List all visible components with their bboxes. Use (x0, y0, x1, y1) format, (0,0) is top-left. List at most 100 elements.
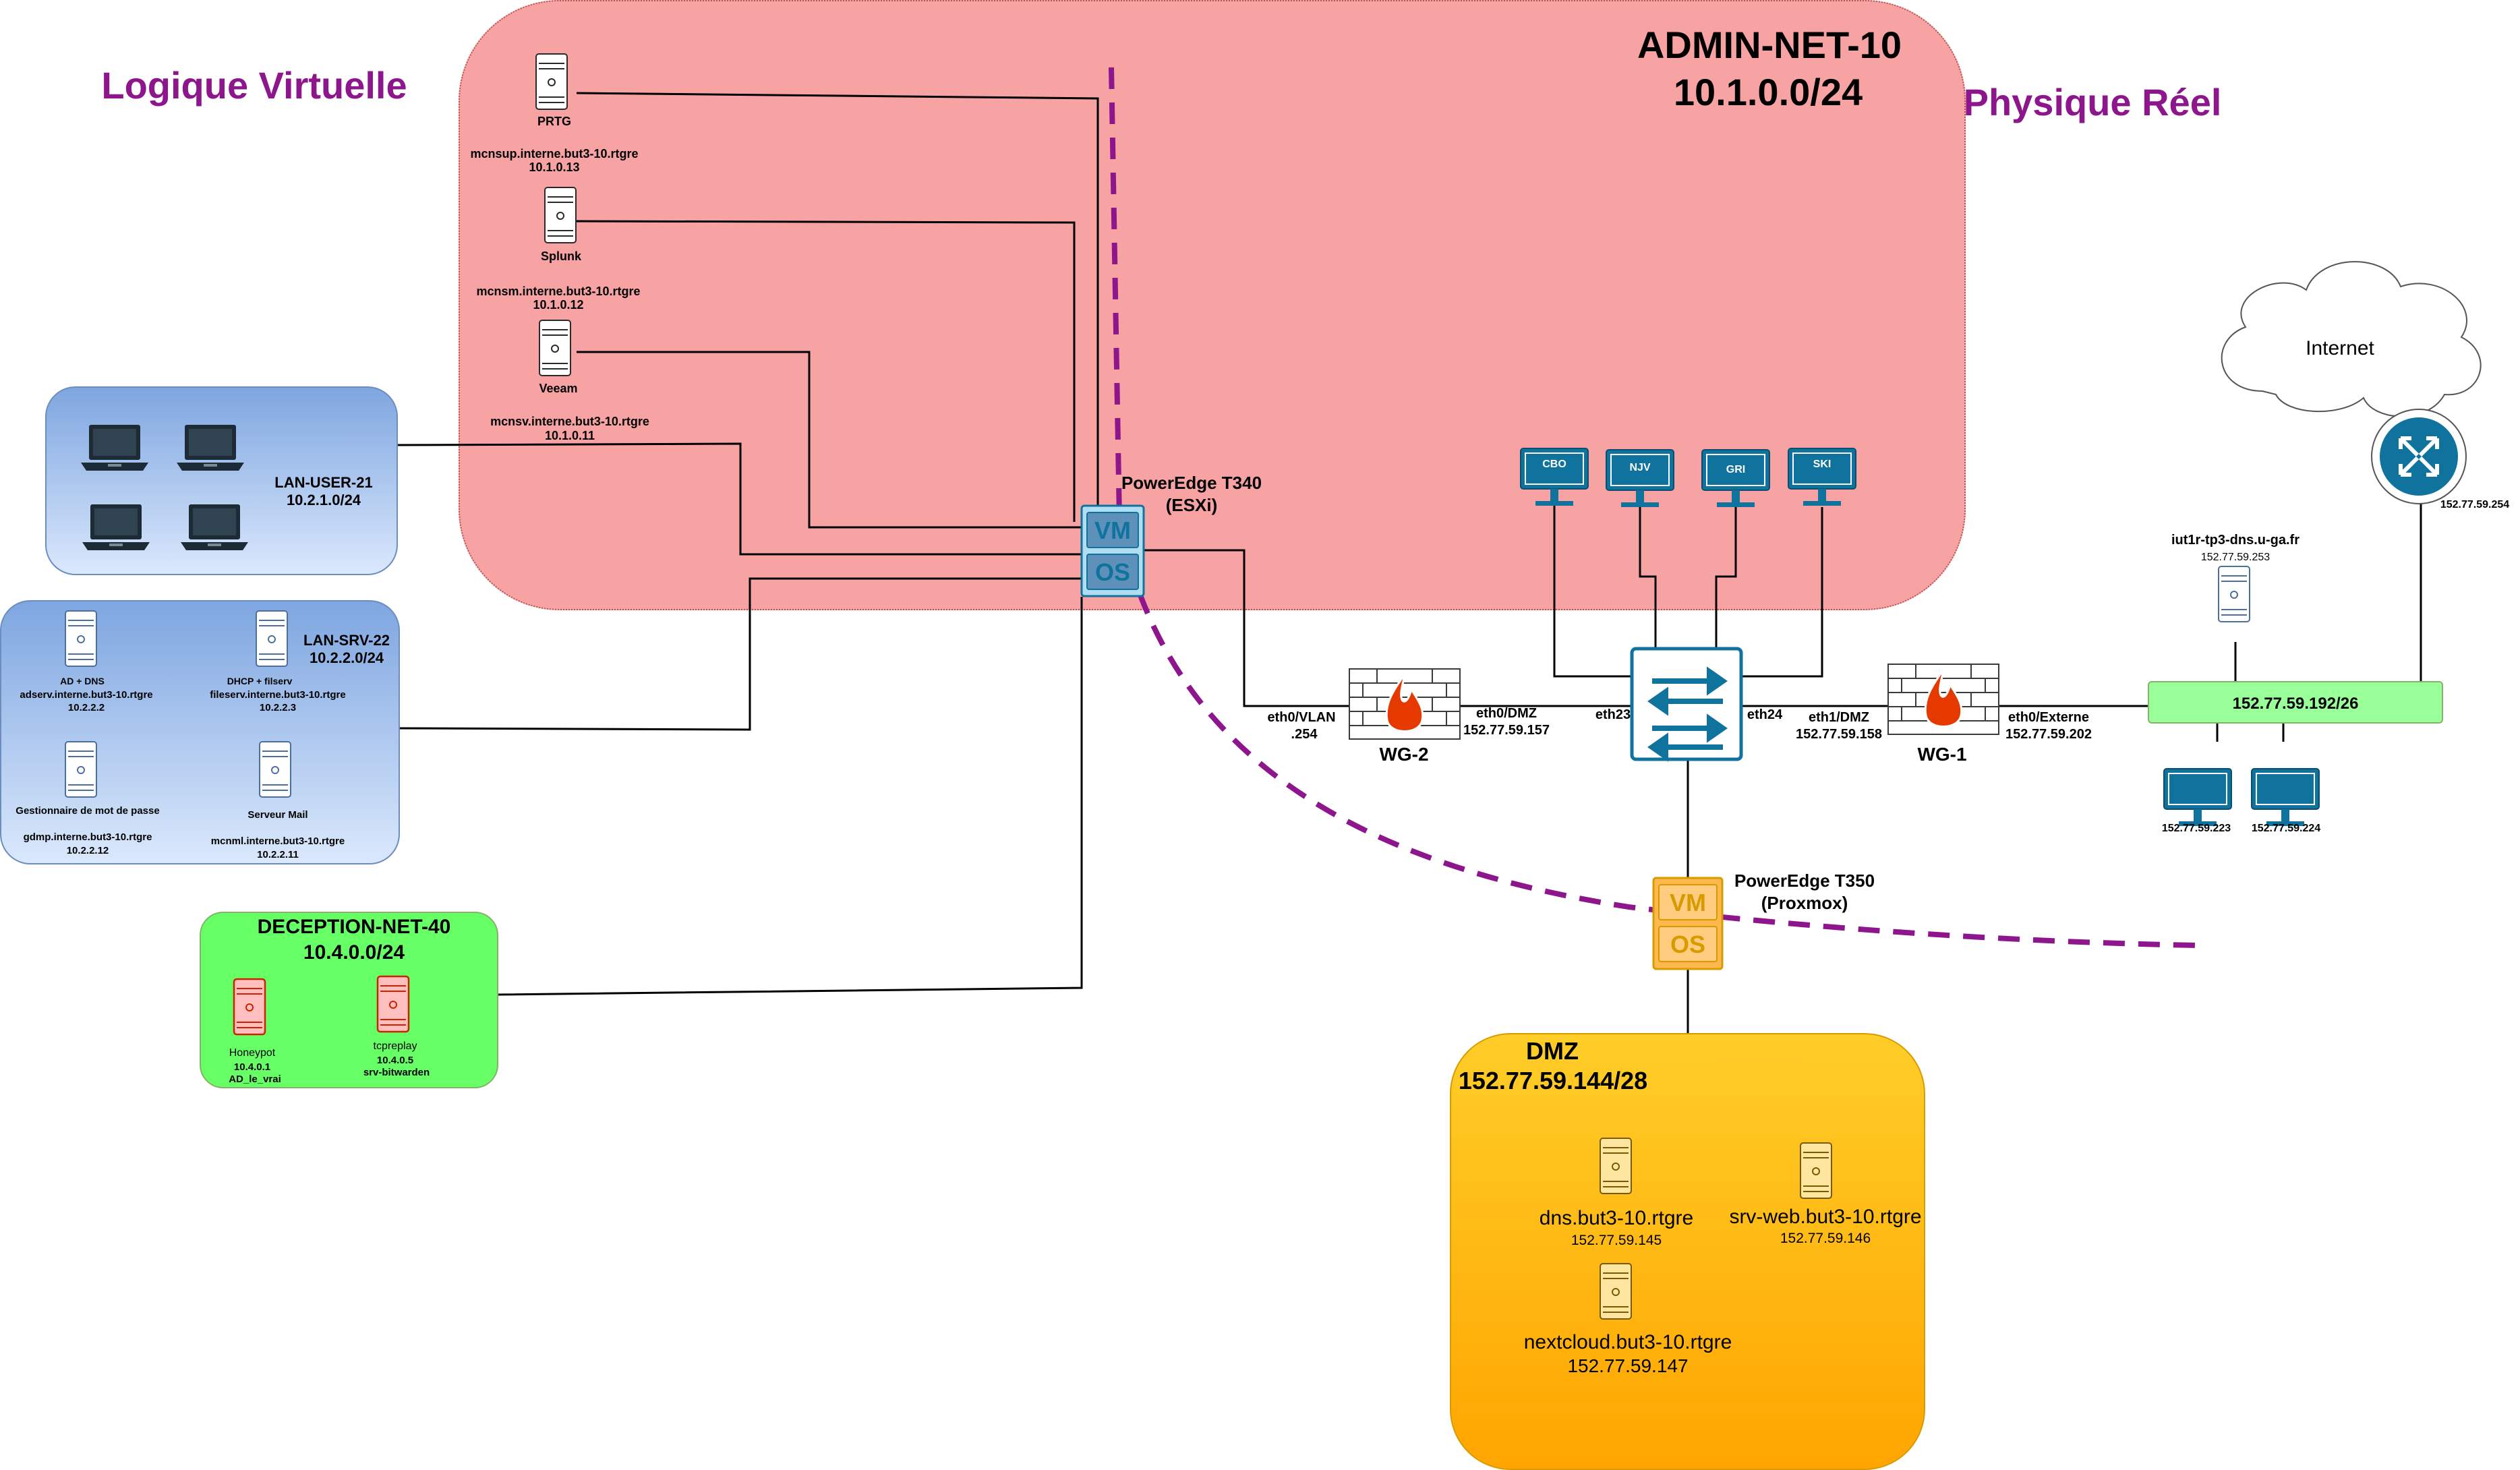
dmz-nextcloud-name: nextcloud.but3-10.rtgre (1523, 1331, 1732, 1353)
fileserv-ip: 10.2.2.3 (259, 702, 297, 713)
server-fileserv-icon (256, 610, 288, 667)
proxmox-name: PowerEdge T350 (1734, 871, 1875, 891)
laptop-icon (81, 425, 148, 471)
honeypot-name: Honeypot (229, 1047, 276, 1059)
laptop-icon (181, 504, 248, 550)
server-splunk-ip: 10.1.0.12 (533, 298, 584, 312)
zone-external-lan (2148, 681, 2443, 724)
external-subnet: 152.77.59.192/26 (2232, 695, 2359, 713)
switch-icon (1630, 647, 1743, 762)
wg2-name: WG-2 (1379, 744, 1429, 765)
title-physique-reel: Physique Réel (1963, 81, 2222, 123)
wg1-right-ip: 152.77.59.202 (2005, 727, 2092, 742)
external-dns-name: iut1r-tp3-dns.u-ga.fr (2171, 533, 2299, 548)
wg2-right-if: eth0/DMZ (1476, 706, 1537, 721)
switch-left-port: eth23 (1595, 707, 1631, 722)
workstation-gri-icon (1701, 449, 1770, 508)
server-mail-icon (259, 741, 291, 798)
workstation-njv-icon (1606, 449, 1674, 508)
wg2-left-if: eth0/VLAN (1267, 710, 1336, 725)
server-splunk-name: Splunk (540, 249, 582, 263)
external-pc2-ip: 152.77.59.224 (2251, 823, 2321, 834)
server-veeam-ip: 10.1.0.11 (544, 429, 595, 442)
gdmp-host: gdmp.interne.but3-10.rtgre (23, 831, 152, 843)
title-logique-virtuelle: Logique Virtuelle (101, 64, 407, 107)
proxmox-os-label: OS (1670, 931, 1706, 958)
adserv-host: adserv.interne.but3-10.rtgre (20, 689, 153, 701)
admin-net-name: ADMIN-NET-10 (1637, 24, 1902, 66)
lan-user-name: LAN-USER-21 (274, 474, 373, 491)
server-external-dns-icon (2218, 566, 2250, 622)
esxi-vm-label: VM (1094, 517, 1131, 544)
dmz-web-ip: 152.77.59.146 (1780, 1231, 1871, 1246)
dmz-nextcloud-ip: 152.77.59.147 (1567, 1355, 1689, 1376)
router-ip: 152.77.59.254 (2440, 499, 2510, 510)
server-veeam-name: Veeam (539, 382, 578, 395)
dmz-dns-ip: 152.77.59.145 (1571, 1233, 1662, 1248)
honeypot-alias: AD_le_vrai (229, 1074, 281, 1085)
server-dmz-dns-icon (1600, 1138, 1632, 1194)
server-prtg-host: mcnsup.interne.but3-10.rtgre (470, 147, 639, 160)
firewall-wg2-icon (1348, 668, 1461, 740)
tcpreplay-ip: 10.4.0.5 (376, 1055, 414, 1066)
zone-dmz (1450, 1033, 1925, 1470)
workstation-ski-icon (1788, 448, 1856, 506)
server-tcpreplay-icon (376, 975, 410, 1033)
workstation-ski-label: SKI (1813, 459, 1832, 470)
esxi-host-icon (1080, 504, 1145, 597)
workstation-njv-label: NJV (1629, 462, 1651, 473)
server-splunk-icon (544, 187, 577, 243)
pc-external-1-icon (2163, 768, 2232, 827)
workstation-cbo-label: CBO (1542, 459, 1566, 470)
switch-right-port: eth24 (1747, 707, 1783, 722)
workstation-cbo-icon (1520, 448, 1589, 506)
server-gdmp-icon (65, 741, 97, 798)
server-dmz-nextcloud-icon (1600, 1263, 1632, 1320)
router-icon (2371, 409, 2467, 504)
server-veeam-host: mcnsv.interne.but3-10.rtgre (490, 415, 649, 428)
internet-label: Internet (2306, 337, 2374, 359)
firewall-wg1-icon (1887, 663, 2000, 736)
pc-external-2-icon (2251, 768, 2320, 827)
adserv-role: AD + DNS (60, 676, 105, 686)
wg1-name: WG-1 (1917, 744, 1967, 765)
deception-net-subnet: 10.4.0.0/24 (303, 941, 405, 964)
server-prtg-ip: 10.1.0.13 (529, 160, 580, 174)
esxi-name: PowerEdge T340 (1121, 473, 1262, 493)
gdmp-role: Gestionnaire de mot de passe (16, 805, 160, 817)
server-honeypot-icon (233, 978, 266, 1036)
proxmox-host-icon (1652, 877, 1724, 970)
lan-srv-subnet: 10.2.2.0/24 (309, 649, 384, 666)
dmz-dns-name: dns.but3-10.rtgre (1539, 1207, 1694, 1229)
laptop-icon (82, 504, 150, 550)
tcpreplay-name: tcpreplay (373, 1040, 417, 1052)
mail-host: mcnml.interne.but3-10.rtgre (210, 835, 345, 847)
laptop-icon (177, 425, 244, 471)
workstation-gri-label: GRI (1726, 464, 1746, 475)
proxmox-sub: (Proxmox) (1761, 893, 1848, 913)
wg2-left-ip: .254 (1291, 727, 1318, 742)
gdmp-ip: 10.2.2.12 (66, 845, 109, 856)
server-dmz-web-icon (1800, 1142, 1832, 1199)
honeypot-ip: 10.4.0.1 (233, 1061, 271, 1073)
wg1-left-if: eth1/DMZ (1809, 710, 1869, 725)
server-prtg-name: PRTG (537, 115, 572, 128)
tcpreplay-alias: srv-bitwarden (363, 1067, 430, 1078)
esxi-os-label: OS (1094, 558, 1131, 586)
internet-cloud-icon (2221, 261, 2482, 417)
external-dns-ip: 152.77.59.253 (2200, 552, 2270, 563)
admin-net-subnet: 10.1.0.0/24 (1673, 71, 1863, 113)
fileserv-host: fileserv.interne.but3-10.rtgre (210, 689, 346, 701)
mail-role: Serveur Mail (247, 809, 308, 821)
fileserv-role: DHCP + filserv (227, 676, 293, 686)
server-prtg-icon (535, 53, 568, 110)
adserv-ip: 10.2.2.2 (67, 702, 105, 713)
dmz-subnet: 152.77.59.144/28 (1458, 1067, 1648, 1094)
lan-user-subnet: 10.2.1.0/24 (286, 492, 361, 508)
external-pc1-ip: 152.77.59.223 (2161, 823, 2231, 834)
wg1-left-ip: 152.77.59.158 (1796, 727, 1882, 742)
deception-net-name: DECEPTION-NET-40 (257, 916, 451, 938)
wg2-right-ip: 152.77.59.157 (1463, 723, 1550, 738)
server-splunk-host: mcnsm.interne.but3-10.rtgre (476, 285, 641, 298)
server-adserv-icon (65, 610, 97, 667)
